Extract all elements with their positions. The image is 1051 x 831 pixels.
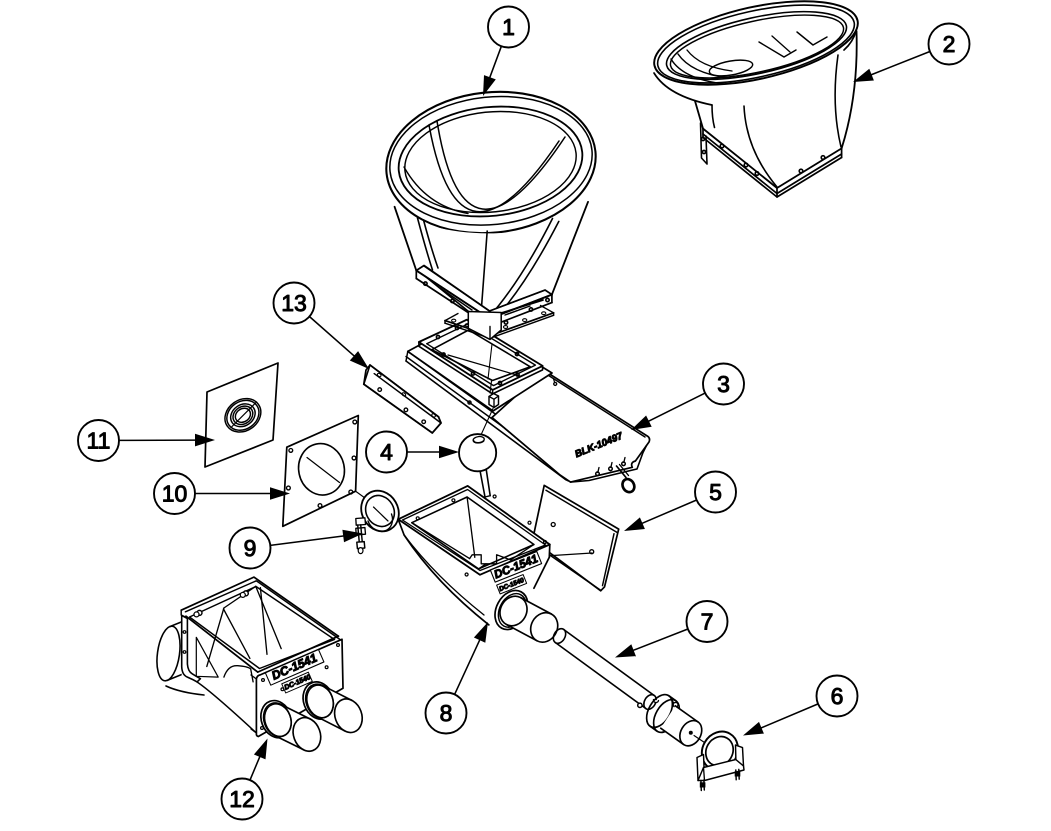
svg-text:5: 5 [709,479,722,505]
svg-text:12: 12 [229,786,255,812]
svg-text:2: 2 [943,31,956,57]
svg-text:10: 10 [162,481,188,507]
svg-text:6: 6 [831,683,844,709]
svg-text:9: 9 [244,535,257,561]
svg-text:4: 4 [380,439,393,465]
svg-text:11: 11 [87,428,111,454]
svg-text:13: 13 [281,290,307,316]
svg-text:3: 3 [717,371,730,397]
svg-text:8: 8 [440,700,453,726]
svg-text:7: 7 [701,609,714,635]
svg-text:1: 1 [502,14,515,40]
